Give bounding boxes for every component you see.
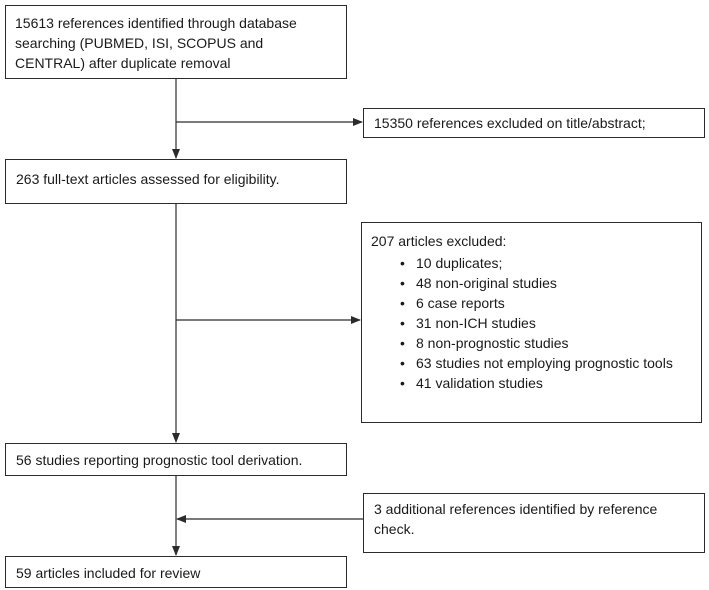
articles-excluded-box: 207 articles excluded: • 10 duplicates; •… — [361, 222, 702, 423]
bullet-icon: • — [400, 295, 405, 311]
exclusion-reason-text: 6 case reports — [416, 295, 505, 311]
exclusion-reason-text: 48 non-original studies — [416, 275, 557, 291]
title-abstract-exclusion-text: 15350 references excluded on title/abstr… — [374, 115, 646, 131]
exclusion-reason-text: 8 non-prognostic studies — [416, 335, 569, 351]
exclusion-reasons-list: • 10 duplicates; • 48 non-original studies… — [371, 253, 701, 393]
identified-references-box: 15613 references identified through data… — [5, 5, 347, 79]
exclusion-reason-item: • 41 validation studies — [371, 373, 696, 393]
bullet-icon: • — [400, 375, 405, 391]
exclusion-reason-item: • 6 case reports — [371, 293, 696, 313]
bullet-icon: • — [400, 255, 405, 271]
bullet-icon: • — [400, 315, 405, 331]
additional-references-text: 3 additional references identified by re… — [374, 501, 658, 537]
exclusion-reason-text: 41 validation studies — [416, 375, 543, 391]
exclusion-reason-item: • 63 studies not employing prognostic too… — [371, 353, 696, 373]
exclusion-reason-item: • 8 non-prognostic studies — [371, 333, 696, 353]
bullet-icon: • — [400, 355, 405, 371]
included-articles-text: 59 articles included for review — [16, 565, 201, 581]
additional-references-box: 3 additional references identified by re… — [363, 493, 705, 553]
exclusion-reason-item: • 48 non-original studies — [371, 273, 696, 293]
title-abstract-exclusion-box: 15350 references excluded on title/abstr… — [363, 108, 705, 138]
identified-references-text: 15613 references identified through data… — [15, 15, 297, 71]
bullet-icon: • — [400, 335, 405, 351]
prognostic-derivation-box: 56 studies reporting prognostic tool der… — [5, 443, 347, 476]
bullet-icon: • — [400, 275, 405, 291]
exclusion-reason-text: 31 non-ICH studies — [416, 315, 536, 331]
exclusion-reason-text: 10 duplicates; — [416, 255, 503, 271]
prognostic-derivation-text: 56 studies reporting prognostic tool der… — [16, 452, 303, 468]
exclusion-reason-item: • 10 duplicates; — [371, 253, 696, 273]
full-text-assessment-text: 263 full-text articles assessed for elig… — [16, 171, 280, 187]
included-articles-box: 59 articles included for review — [5, 556, 347, 588]
full-text-assessment-box: 263 full-text articles assessed for elig… — [5, 159, 347, 204]
exclusion-reason-text: 63 studies not employing prognostic tool… — [416, 355, 673, 371]
articles-excluded-heading: 207 articles excluded: — [371, 233, 507, 249]
exclusion-reason-item: • 31 non-ICH studies — [371, 313, 696, 333]
